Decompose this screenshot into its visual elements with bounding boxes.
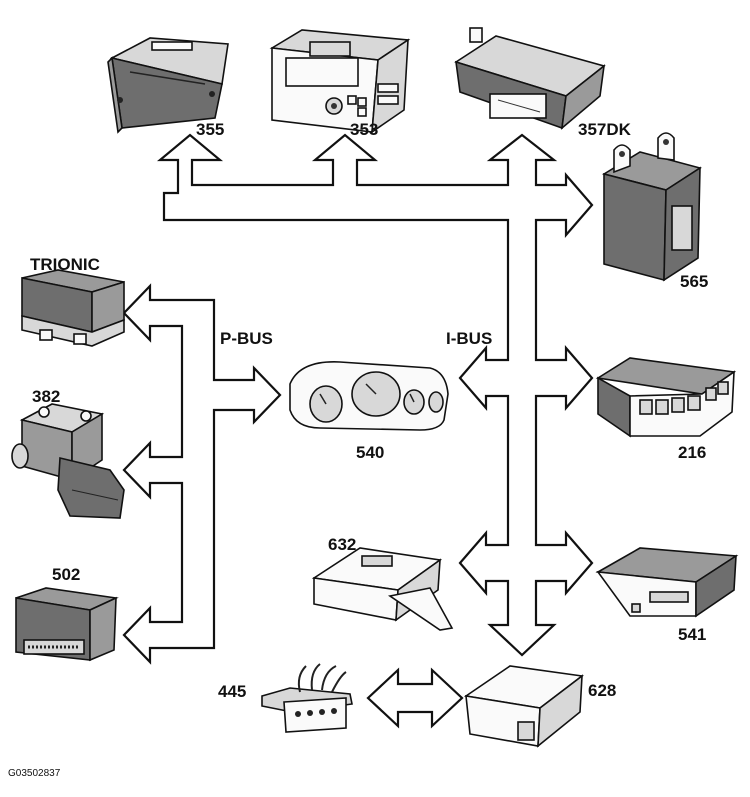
label-trionic: TRIONIC bbox=[30, 255, 100, 274]
module-445-diagnostic-connector bbox=[261, 663, 353, 733]
label-355: 355 bbox=[196, 120, 224, 139]
label-p-bus: P-BUS bbox=[220, 329, 273, 348]
label-382: 382 bbox=[32, 387, 60, 406]
label-i-bus: I-BUS bbox=[446, 329, 492, 348]
top-bus-arrow-network bbox=[156, 133, 594, 657]
module-353-radio bbox=[269, 29, 411, 134]
label-565: 565 bbox=[680, 272, 708, 291]
module-382-abs bbox=[11, 403, 125, 519]
module-216-climate bbox=[595, 357, 737, 438]
label-540: 540 bbox=[356, 443, 384, 462]
label-632: 632 bbox=[328, 535, 356, 554]
label-216: 216 bbox=[678, 443, 706, 462]
p-bus-arrow-network bbox=[122, 283, 282, 665]
module-628 bbox=[463, 665, 585, 748]
label-502: 502 bbox=[52, 565, 80, 584]
figure-id: G03502837 bbox=[8, 768, 61, 779]
label-445: 445 bbox=[218, 682, 246, 701]
module-632 bbox=[311, 547, 454, 631]
module-565 bbox=[601, 132, 702, 282]
module-541-display bbox=[595, 547, 739, 618]
label-357dk: 357DK bbox=[578, 120, 632, 139]
module-trionic bbox=[21, 269, 125, 347]
diagnostic-double-arrow bbox=[366, 667, 464, 729]
label-353: 353 bbox=[350, 120, 378, 139]
module-540-instrument-cluster bbox=[289, 361, 449, 431]
bus-arrows bbox=[122, 133, 594, 729]
label-541: 541 bbox=[678, 625, 706, 644]
module-357dk bbox=[454, 27, 606, 130]
module-502 bbox=[15, 587, 119, 662]
module-355-cd-changer bbox=[107, 37, 229, 134]
label-628: 628 bbox=[588, 681, 616, 700]
